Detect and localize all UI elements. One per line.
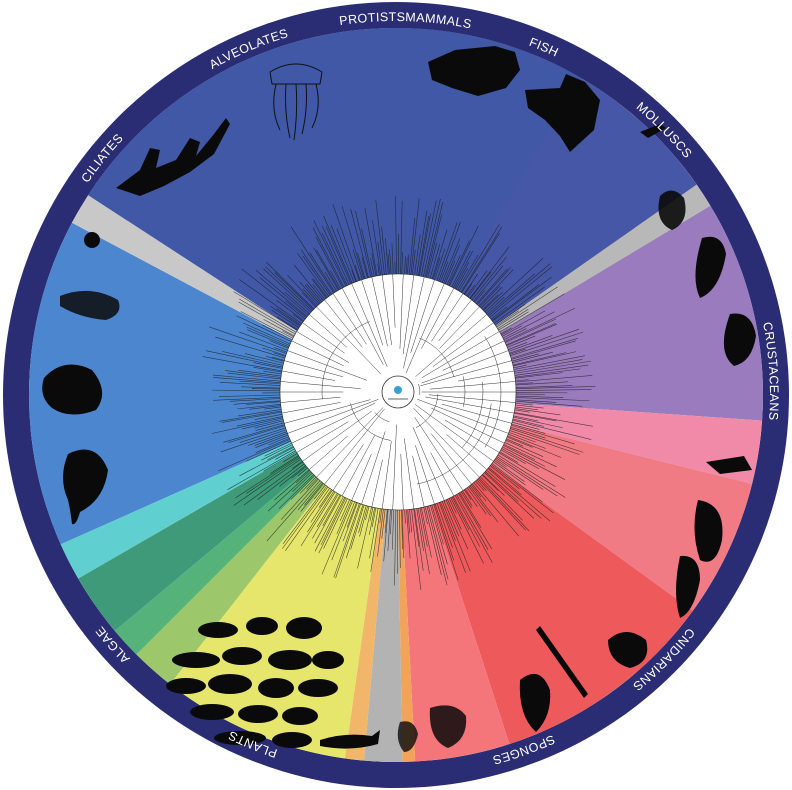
tree-root-logo-icon (382, 376, 414, 408)
crab-icon (42, 365, 102, 415)
isopod-icon (84, 232, 100, 248)
